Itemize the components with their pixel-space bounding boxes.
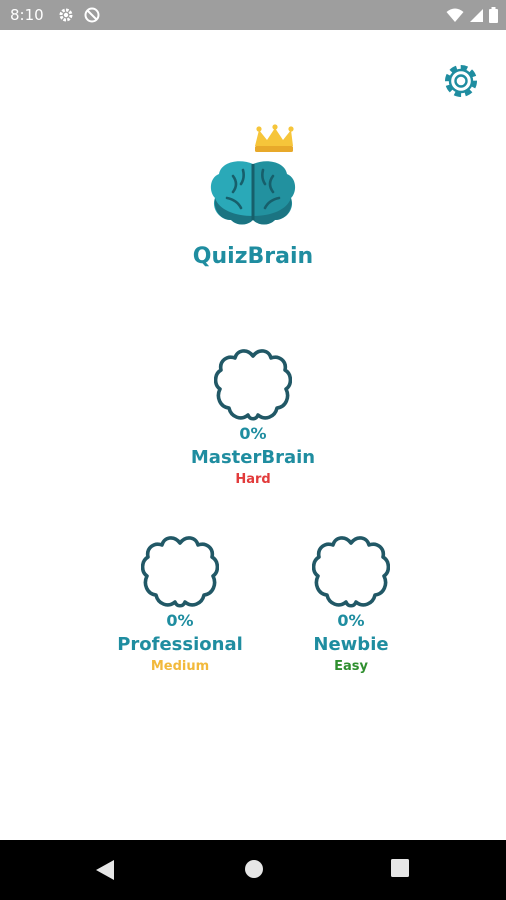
level-difficulty: Hard — [235, 472, 271, 487]
settings-button[interactable] — [440, 60, 482, 102]
recents-icon[interactable] — [390, 858, 410, 878]
gear-icon — [445, 65, 477, 97]
level-percent: 0% — [166, 611, 194, 630]
navigation-bar — [0, 840, 506, 900]
level-professional[interactable]: 0% Professional Medium — [95, 535, 265, 674]
level-masterbrain[interactable]: 0% MasterBrain Hard — [168, 348, 338, 487]
status-gear-icon — [59, 8, 73, 22]
home-icon[interactable] — [243, 858, 265, 880]
status-no-disturb-icon — [84, 7, 100, 23]
level-name: Professional — [117, 634, 243, 655]
app-title: QuizBrain — [192, 244, 314, 269]
level-name: MasterBrain — [190, 447, 316, 468]
status-time: 8:10 — [10, 6, 44, 24]
signal-icon — [470, 8, 483, 22]
wifi-icon — [446, 8, 464, 22]
level-difficulty: Medium — [150, 659, 210, 674]
level-percent: 0% — [337, 611, 365, 630]
brain-outline-icon — [312, 536, 390, 608]
brain-crown-icon — [210, 124, 296, 225]
brain-outline-icon — [141, 536, 219, 608]
battery-icon — [489, 7, 498, 23]
level-name: Newbie — [313, 634, 389, 655]
level-newbie[interactable]: 0% Newbie Easy — [266, 535, 436, 674]
level-percent: 0% — [239, 424, 267, 443]
status-bar: 8:10 — [0, 0, 506, 30]
back-icon[interactable] — [94, 858, 116, 882]
level-difficulty: Easy — [334, 659, 368, 674]
brain-outline-icon — [214, 349, 292, 421]
